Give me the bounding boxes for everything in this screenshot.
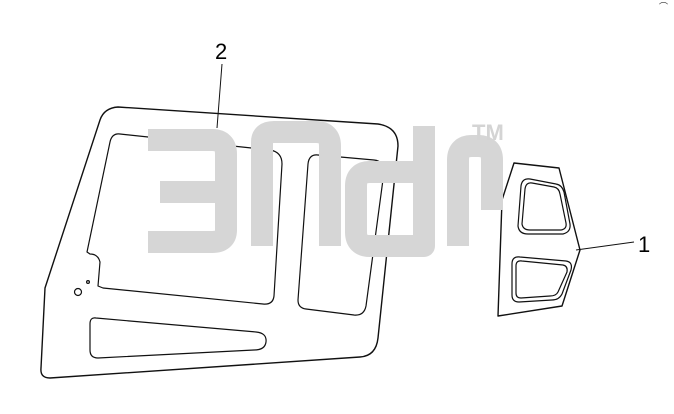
panel-2-lower-slot: [89, 317, 267, 359]
part-1-window-panel: [497, 162, 581, 317]
callout-2: 2: [215, 39, 227, 129]
callout-2-leader: [216, 63, 223, 129]
watermark-letter-e: [148, 129, 237, 253]
corner-mark: ⌒: [659, 2, 668, 13]
panel-1-lower-opening-inner: [515, 260, 568, 299]
panel-1-upper-opening: [517, 178, 571, 235]
panel-2-hole: [73, 287, 83, 297]
watermark-trademark: TM: [472, 120, 504, 145]
watermark-letter-b: [447, 135, 503, 246]
callout-2-label: 2: [215, 39, 227, 64]
callout-1: 1: [575, 232, 650, 257]
callout-1-label: 1: [638, 232, 650, 257]
panel-1-lower-opening: [511, 256, 573, 303]
panel-2-main-opening: [86, 133, 283, 305]
callout-1-leader: [575, 241, 635, 251]
watermark-letter-d: [345, 126, 435, 257]
watermark-letter-p: [251, 121, 341, 246]
watermark-logo: TM: [148, 120, 504, 257]
panel-1-upper-opening-inner: [521, 182, 567, 231]
panel-2-small-hole: [85, 280, 90, 285]
panel-1-outline: [497, 162, 581, 317]
